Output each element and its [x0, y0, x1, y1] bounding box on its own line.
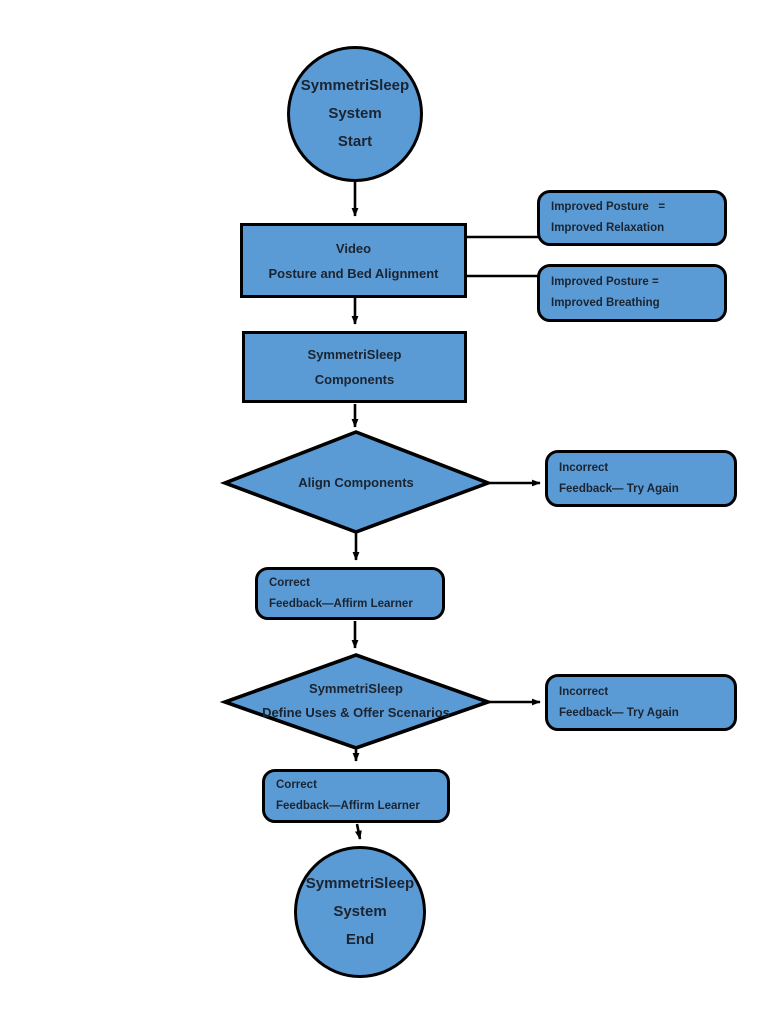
decision-define-label: SymmetriSleep Define Uses & Offer Scenar… [262, 681, 450, 720]
incorrect-feedback-2: Incorrect Feedback— Try Again [545, 674, 737, 731]
improved-breathing-callout: Improved Posture = Improved Breathing [537, 264, 727, 322]
correct-feedback-2: Correct Feedback—Affirm Learner [262, 769, 450, 823]
improved-relaxation-callout: Improved Posture = Improved Relaxation [537, 190, 727, 246]
components-process-label: SymmetriSleep [307, 347, 402, 362]
incorrect-feedback-1-label: Incorrect [559, 461, 609, 474]
start-node: SymmetriSleep System Start [287, 46, 423, 182]
correct-feedback-1-label: Correct [269, 576, 310, 589]
end-node: SymmetriSleep System End [294, 846, 426, 978]
decision-align-label: Align Components [298, 475, 414, 490]
incorrect-feedback-1: Incorrect Feedback— Try Again [545, 450, 737, 507]
improved-relaxation-label: Improved Posture = [551, 201, 666, 213]
improved-breathing-label: Improved Posture = [551, 276, 659, 288]
decision-define-diamond [219, 653, 494, 750]
start-node-label: SymmetriSleep [300, 77, 410, 94]
video-process-label: Video [335, 240, 372, 256]
correct-feedback-1: Correct Feedback—Affirm Learner [255, 567, 445, 620]
video-process-node: Video Posture and Bed Alignment [240, 223, 467, 298]
incorrect-feedback-2-label: Incorrect [559, 685, 609, 698]
correct-feedback-2-label: Correct [276, 779, 317, 791]
end-node-label: SymmetriSleep [305, 875, 415, 892]
components-process-node: SymmetriSleep Components [242, 331, 467, 403]
arrow-correct2-to-end [354, 823, 362, 840]
decision-align-diamond [219, 430, 494, 534]
